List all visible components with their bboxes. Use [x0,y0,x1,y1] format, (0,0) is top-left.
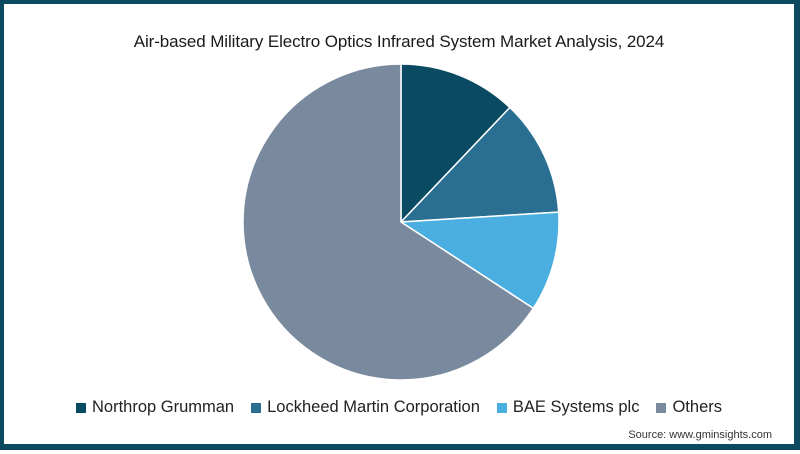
legend-label: Northrop Grumman [91,398,235,416]
legend-item-lockheed-martin[interactable]: Lockheed Martin Corporation [251,398,480,417]
legend-swatch-icon [75,402,86,413]
pie-chart [242,63,560,381]
pie-slice-lockheed-martin-corporation[interactable] [400,106,560,223]
source-note: Source: www.gminsights.com [628,429,772,441]
chart-title: Air-based Military Electro Optics Infrar… [133,32,665,51]
legend-item-others[interactable]: Others [656,398,722,417]
pie-slice-northrop-grumman[interactable] [400,63,511,223]
legend-label: Lockheed Martin Corporation [267,398,480,416]
legend-label: BAE Systems plc [512,398,640,416]
chart-legend: Northrop Grumman Lockheed Martin Corpora… [4,398,794,417]
legend-swatch-icon [496,402,507,413]
pie-slice-bae-systems-plc[interactable] [400,211,560,310]
legend-swatch-icon [656,402,667,413]
legend-item-bae-systems[interactable]: BAE Systems plc [496,398,640,417]
legend-swatch-icon [251,402,262,413]
legend-label: Others [672,398,722,416]
pie-slice-others[interactable] [242,63,535,381]
legend-item-northrop-grumman[interactable]: Northrop Grumman [75,398,235,417]
